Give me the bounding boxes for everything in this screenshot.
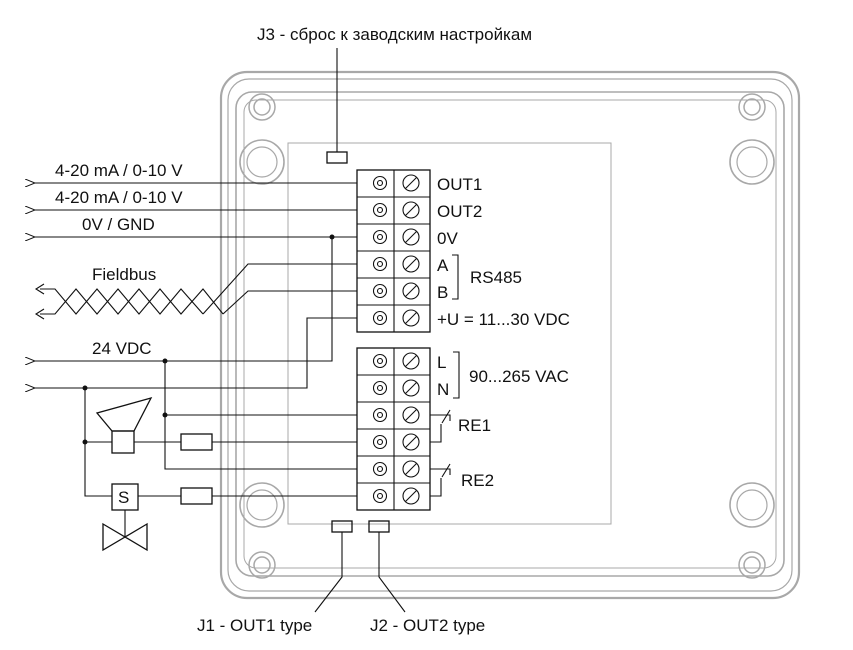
- wire-gnd: [35, 235, 357, 362]
- terminal-label-l: L: [437, 353, 446, 372]
- signal-label-out1: 4-20 mA / 0-10 V: [55, 161, 183, 180]
- terminal-label-a: A: [437, 256, 449, 275]
- lid-boss-top-left: [239, 139, 285, 185]
- terminal-screws: [372, 174, 420, 505]
- wire-supply: [35, 317, 357, 388]
- fuse-re1: [180, 433, 213, 451]
- terminal-label-out1: OUT1: [437, 175, 482, 194]
- lid-boss-bottom-right: [729, 482, 775, 528]
- screw-hole-top-left: [248, 93, 276, 121]
- terminal-label-out2: OUT2: [437, 202, 482, 221]
- terminal-label-re1: RE1: [458, 416, 491, 435]
- enclosure: [219, 70, 801, 600]
- fuse-re2: [180, 487, 213, 505]
- jumper-j3: [326, 151, 348, 164]
- lid-boss-bottom-left: [239, 482, 285, 528]
- signal-label-gnd: 0V / GND: [82, 215, 155, 234]
- pcb-board: [287, 142, 612, 525]
- terminal-label-supply: +U = 11...30 VDC: [437, 310, 570, 329]
- relay-contact-re2: [430, 463, 451, 497]
- terminal-label-0v: 0V: [437, 229, 458, 248]
- terminal-label-b: B: [437, 283, 448, 302]
- jumper-j2: [368, 520, 390, 533]
- wire-fieldbus: [34, 263, 357, 320]
- wire-relay-common: [162, 358, 357, 470]
- solenoid-valve-icon: [102, 483, 148, 552]
- valve-label-s: S: [118, 488, 129, 507]
- label-j1: J1 - OUT1 type: [197, 616, 312, 635]
- terminal-label-rs485: RS485: [470, 268, 522, 287]
- signal-label-fieldbus: Fieldbus: [92, 265, 156, 284]
- terminal-block-power: [356, 347, 431, 511]
- lid-boss-top-right: [729, 139, 775, 185]
- screw-hole-bottom-right: [738, 551, 766, 579]
- terminal-label-mains: 90...265 VAC: [469, 367, 569, 386]
- signal-label-out2: 4-20 mA / 0-10 V: [55, 188, 183, 207]
- jumper-j1: [331, 520, 353, 533]
- signal-label-24vdc: 24 VDC: [92, 339, 152, 358]
- screw-hole-bottom-left: [248, 551, 276, 579]
- label-j2: J2 - OUT2 type: [370, 616, 485, 635]
- terminal-block-signal: [356, 169, 431, 333]
- wire-load-return: [82, 385, 112, 497]
- terminal-label-n: N: [437, 380, 449, 399]
- label-j3: J3 - сброс к заводским настройкам: [257, 25, 532, 44]
- screw-hole-top-right: [738, 93, 766, 121]
- terminal-label-re2: RE2: [461, 471, 494, 490]
- relay-contact-re1: [430, 409, 451, 443]
- siren-icon: [95, 396, 153, 454]
